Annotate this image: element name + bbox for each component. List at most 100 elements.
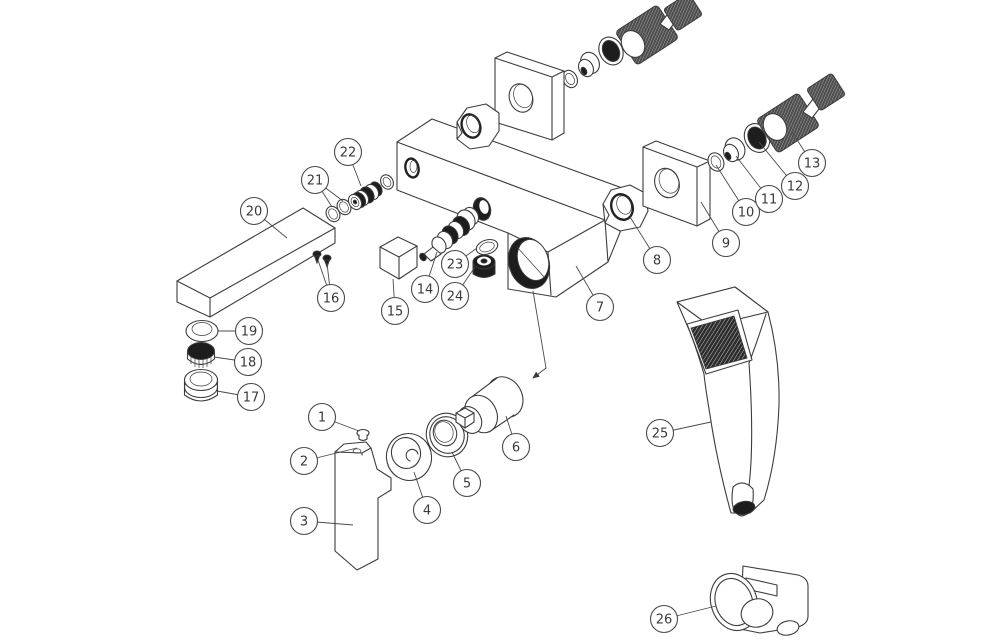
callout-circle: [797, 148, 827, 178]
part-26-shower-holder: [709, 565, 809, 636]
callout-25: 25: [645, 418, 712, 448]
callout-circle: [233, 347, 263, 377]
callout-8: 8: [629, 216, 672, 275]
callout-circle: [452, 468, 482, 498]
part-23-o-ring: [475, 238, 499, 256]
callout-circle: [754, 184, 784, 214]
callout-2: 2: [289, 446, 358, 476]
callout-26: 26: [649, 604, 717, 634]
part-6-cartridge: [455, 376, 524, 434]
callout-circle: [645, 418, 675, 448]
callout-number: 25: [652, 427, 669, 442]
part-10-o-ring: [707, 152, 725, 172]
callout-23: 23: [440, 247, 478, 279]
callout-number: 24: [447, 290, 464, 305]
callout-number: 16: [323, 292, 340, 307]
callout-number: 6: [512, 441, 520, 456]
part-19-washer: [185, 319, 219, 343]
callout-21: 21: [300, 165, 344, 208]
callout-number: 23: [447, 258, 464, 273]
callout-number: 19: [241, 325, 258, 340]
callout-15: 15: [380, 278, 410, 326]
callout-circle: [380, 296, 410, 326]
part-9-escutcheon: [642, 140, 711, 227]
callout-circle: [711, 228, 741, 258]
callout-11: 11: [735, 155, 784, 214]
part-25-hand-shower: [676, 286, 780, 517]
callout-10: 10: [715, 164, 761, 227]
callout-number: 9: [722, 237, 730, 252]
callout-number: 26: [656, 613, 673, 628]
callout-12: 12: [758, 141, 810, 201]
callout-22: 22: [333, 137, 363, 187]
callout-circle: [289, 446, 319, 476]
callout-number: 5: [463, 477, 471, 492]
part-16-screws: [312, 250, 332, 269]
callout-5: 5: [451, 451, 482, 498]
part-17-aerator-housing: [183, 368, 219, 402]
callout-circle: [412, 495, 442, 525]
part-24-seal-cap: [472, 254, 496, 278]
callout-number: 14: [417, 283, 434, 298]
callout-circle: [333, 137, 363, 167]
callout-4: 4: [412, 471, 442, 525]
callout-3: 3: [289, 506, 354, 536]
callout-number: 21: [307, 174, 324, 189]
callout-circle: [440, 249, 470, 279]
callout-circle: [649, 604, 679, 634]
callout-number: 8: [653, 254, 661, 269]
callout-circle: [300, 165, 330, 195]
callout-circle: [316, 283, 346, 313]
part-14-diverter-stem: [419, 206, 480, 262]
callout-layer: 1234567891011121314151617181920212223242…: [213, 131, 827, 634]
callout-number: 18: [240, 356, 257, 371]
callout-circle: [440, 281, 470, 311]
part-7-mixer-body: [396, 118, 637, 379]
callout-6: 6: [501, 415, 531, 462]
callout-circle: [236, 382, 266, 412]
callout-number: 15: [387, 305, 404, 320]
callout-number: 4: [423, 504, 431, 519]
part-15-handle-cap-cube: [379, 236, 418, 280]
callout-18: 18: [213, 347, 263, 377]
callout-14: 14: [410, 251, 440, 304]
callout-17: 17: [216, 382, 266, 412]
part-20-spout: [176, 207, 336, 318]
callout-circle: [501, 432, 531, 462]
callout-circle: [234, 316, 264, 346]
callout-circle: [780, 171, 810, 201]
callout-1: 1: [307, 402, 360, 432]
callout-circle: [642, 245, 672, 275]
callout-13: 13: [791, 131, 827, 178]
part-wall-connector-top-set: [561, 0, 703, 89]
callout-circle: [239, 196, 269, 226]
callout-number: 12: [787, 180, 804, 195]
part-13-eccentric-connector: [757, 73, 846, 153]
part-top-inlet-nut: [456, 103, 500, 150]
callout-number: 1: [318, 411, 326, 426]
callout-19: 19: [218, 316, 264, 346]
callout-number: 10: [738, 206, 755, 221]
callout-16: 16: [316, 259, 346, 313]
part-8-inlet-nut: [602, 184, 649, 232]
part-11-check-valve: [722, 137, 746, 163]
callout-number: 7: [596, 301, 604, 316]
part-1-screw-cap: [356, 428, 370, 442]
callout-number: 22: [340, 146, 357, 161]
callout-number: 17: [243, 391, 260, 406]
part-22-flow-insert: [347, 174, 394, 211]
callout-24: 24: [440, 266, 476, 311]
callout-circle: [731, 197, 761, 227]
part-top-escutcheon: [494, 51, 565, 141]
callout-circle: [410, 274, 440, 304]
callout-number: 3: [300, 515, 308, 530]
callout-number: 11: [761, 193, 778, 208]
part-18-aerator-insert: [186, 342, 216, 368]
callout-20: 20: [239, 196, 288, 239]
callout-circle: [307, 402, 337, 432]
callout-number: 20: [246, 205, 263, 220]
callout-number: 13: [804, 157, 821, 172]
part-4-handle-ring: [385, 433, 433, 481]
